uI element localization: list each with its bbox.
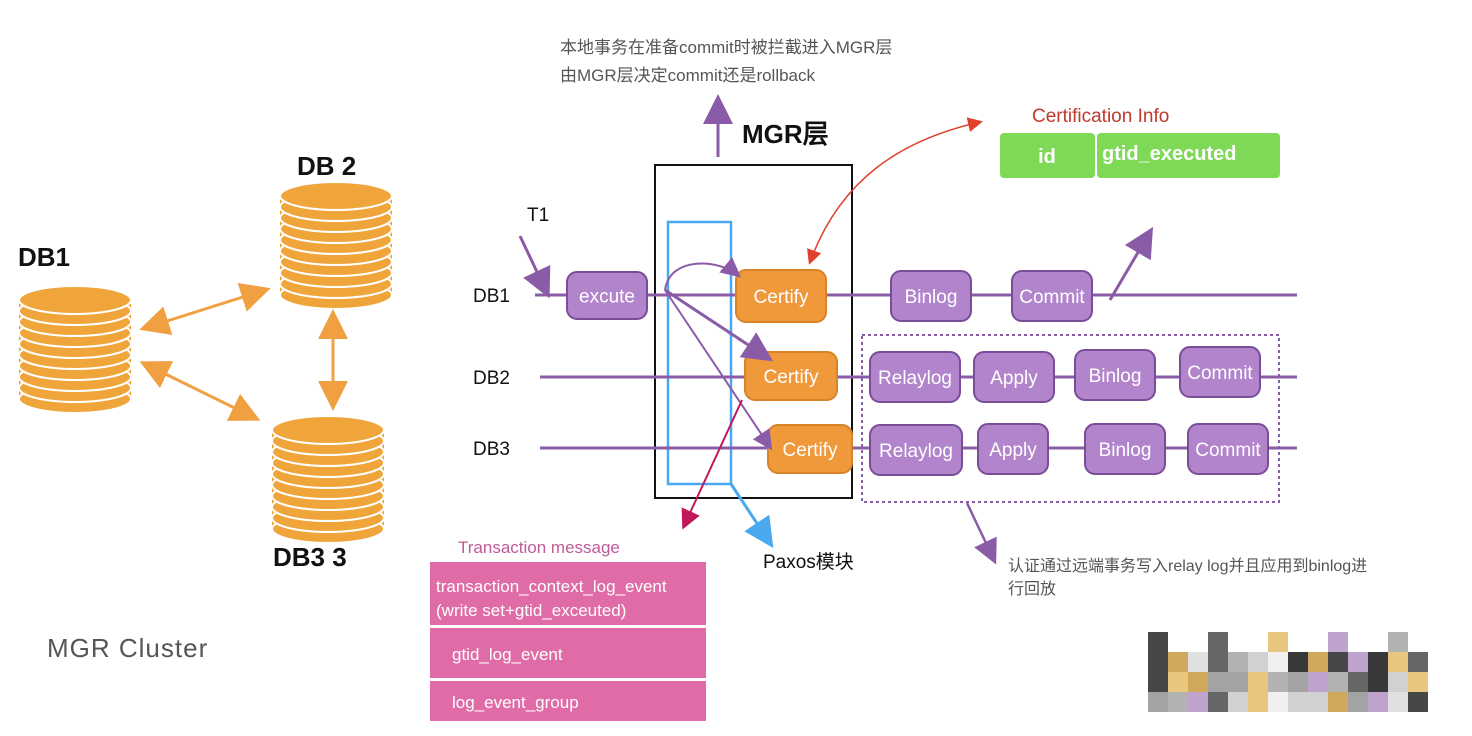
cert-id-cell <box>1000 133 1095 178</box>
db1-commit-box: Commit <box>1011 270 1093 322</box>
top-note-line2: 由MGR层决定commit还是rollback <box>560 66 816 85</box>
tx-item3: log_event_group <box>452 693 579 712</box>
db1-certify-box: Certify <box>735 269 827 323</box>
db2-cluster-label: DB 2 <box>297 151 356 181</box>
db3-certify-box: Certify <box>767 424 853 474</box>
db1-commit-label: Commit <box>1019 287 1085 308</box>
db1-excute-box: excute <box>566 271 648 320</box>
paxos-box <box>666 220 733 486</box>
db2-commit-box: Commit <box>1179 346 1261 398</box>
db1-certify-label: Certify <box>754 287 809 308</box>
paxos-arrow <box>729 483 774 549</box>
db2-cylinder-icon <box>279 181 393 310</box>
commit-up-arrow <box>1108 226 1154 301</box>
mgr-layer-box <box>654 164 853 499</box>
mgr-layer-title: MGR层 <box>742 119 829 149</box>
remote-apply-box <box>861 334 1280 503</box>
db1-db3-arrow <box>139 361 261 421</box>
db3-commit-box: Commit <box>1187 423 1269 475</box>
db2-commit-label: Commit <box>1187 363 1253 384</box>
db3-binlog-box: Binlog <box>1084 423 1166 475</box>
cert-gtid-cell <box>1097 133 1280 178</box>
to-db3-certify-arrow <box>664 289 773 451</box>
db2-certify-box: Certify <box>744 351 838 401</box>
certify-info-arrow <box>807 117 983 265</box>
tx-item-context <box>430 562 706 625</box>
to-db2-certify-arrow <box>664 288 774 362</box>
db3-certify-label: Certify <box>783 440 838 461</box>
tx-message-title: Transaction message <box>458 538 620 557</box>
cert-info-title: Certification Info <box>1032 106 1169 127</box>
excute-to-certify-arrow <box>664 257 742 291</box>
db1-cluster-label: DB1 <box>18 242 70 272</box>
db1-cylinder-icon <box>18 285 132 414</box>
cert-gtid-text: gtid_executed <box>1102 143 1236 165</box>
db2-binlog-label: Binlog <box>1089 366 1142 387</box>
tx-message-arrow <box>681 399 743 530</box>
db2-apply-label: Apply <box>990 368 1038 389</box>
db1-db2-arrow <box>139 282 271 336</box>
db3-binlog-label: Binlog <box>1099 440 1152 461</box>
db2-relaylog-box: Relaylog <box>869 351 961 403</box>
db1-row-label: DB1 <box>473 286 510 307</box>
paxos-label: Paxos模块 <box>763 551 854 573</box>
t1-arrow <box>518 235 551 299</box>
cluster-title: MGR Cluster <box>47 633 208 663</box>
db3-relaylog-label: Relaylog <box>879 441 953 462</box>
db2-row-label: DB2 <box>473 368 510 389</box>
db2-certify-label: Certify <box>764 367 819 388</box>
tx-item2: gtid_log_event <box>452 645 563 664</box>
db1-excute-label: excute <box>579 287 635 308</box>
remote-note-line1: 认证通过远端事务写入relay log并且应用到binlog进 <box>1008 556 1367 575</box>
top-note-line1: 本地事务在准备commit时被拦截进入MGR层 <box>560 38 892 57</box>
db3-relaylog-box: Relaylog <box>869 424 963 476</box>
db2-relaylog-label: Relaylog <box>878 368 952 389</box>
db3-cylinder-icon <box>271 415 385 544</box>
t1-label: T1 <box>527 205 549 226</box>
pixelated-watermark <box>1148 632 1428 712</box>
tx-item1-line2: (write set+gtid_exceuted) <box>436 601 626 620</box>
db2-binlog-box: Binlog <box>1074 349 1156 401</box>
db3-apply-box: Apply <box>977 423 1049 475</box>
cert-id-text: id <box>1038 146 1056 168</box>
db-cluster <box>18 181 393 544</box>
db2-apply-box: Apply <box>973 351 1055 403</box>
db3-row-label: DB3 <box>473 439 510 460</box>
db1-binlog-box: Binlog <box>890 270 972 322</box>
db3-cluster-label: DB3 3 <box>273 542 347 572</box>
db3-commit-label: Commit <box>1195 440 1261 461</box>
remote-note-arrow <box>965 502 997 565</box>
tx-item-group <box>430 681 706 721</box>
tx-item1-line1: transaction_context_log_event <box>436 577 667 596</box>
remote-note-line2: 行回放 <box>1008 580 1056 598</box>
tx-item-gtid <box>430 628 706 678</box>
db3-apply-label: Apply <box>989 440 1037 461</box>
db1-binlog-label: Binlog <box>905 287 958 308</box>
